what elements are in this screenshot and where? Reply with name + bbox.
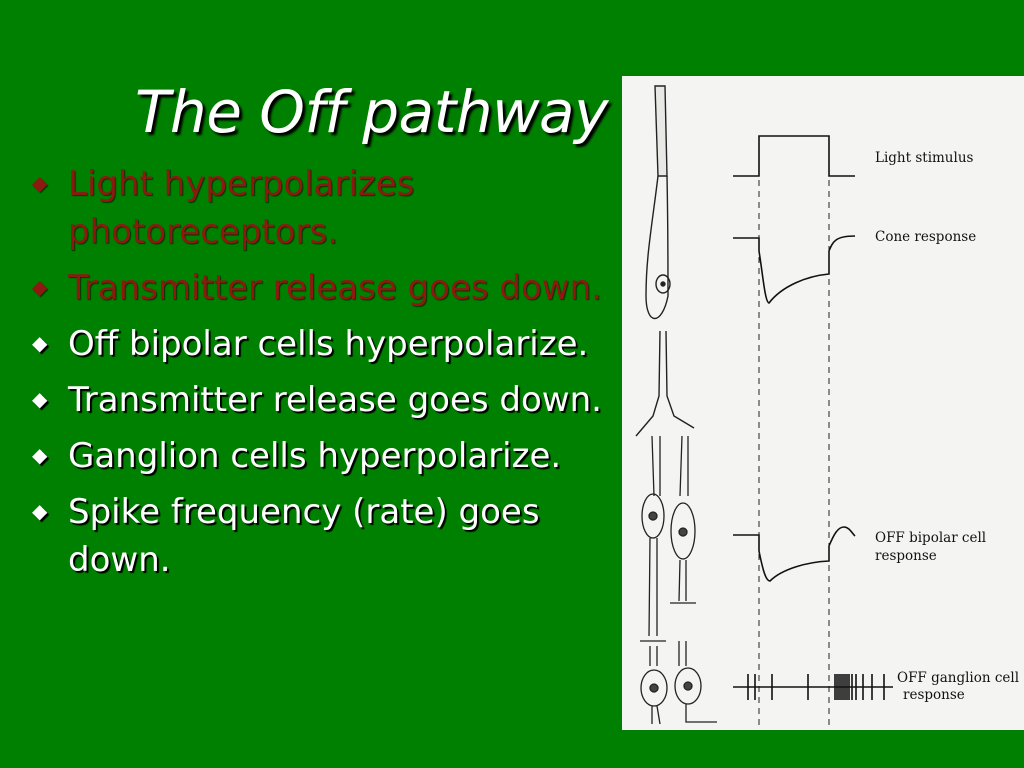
retina-pathway-figure: Light stimulus Cone response OFF bipolar…	[622, 76, 1024, 730]
bipolar-response-label-line1: OFF bipolar cell	[875, 530, 986, 546]
light-stimulus-trace	[733, 135, 855, 177]
diamond-bullet-icon: ◆	[32, 171, 48, 195]
diamond-bullet-icon: ◆	[32, 387, 48, 411]
bipolar-response-label-line2: response	[875, 548, 937, 564]
bullet-item: ◆ Transmitter release goes down.	[30, 264, 630, 312]
ganglion-spike-train	[733, 674, 893, 700]
bullet-item: ◆ Ganglion cells hyperpolarize.	[30, 432, 630, 480]
diamond-bullet-icon: ◆	[32, 331, 48, 355]
bipolar-response-trace	[733, 526, 856, 582]
diamond-bullet-icon: ◆	[32, 499, 48, 523]
retina-pathway-diagram: Light stimulus Cone response OFF bipolar…	[635, 85, 1019, 730]
bullet-item: ◆ Light hyperpolarizes photoreceptors.	[30, 160, 630, 256]
bullet-text: Transmitter release goes down.	[68, 380, 602, 420]
diamond-bullet-icon: ◆	[32, 275, 48, 299]
bullet-text: Ganglion cells hyperpolarize.	[68, 436, 562, 476]
bullet-text: Off bipolar cells hyperpolarize.	[68, 324, 589, 364]
bullet-item: ◆ Spike frequency (rate) goes down.	[30, 488, 630, 584]
ganglion-cells-drawing	[640, 640, 717, 725]
cone-response-label: Cone response	[875, 229, 976, 245]
ganglion-response-label-line1: OFF ganglion cell	[897, 670, 1019, 686]
diamond-bullet-icon: ◆	[32, 443, 48, 467]
cone-response-trace	[733, 235, 856, 304]
bullet-text: Transmitter release goes down.	[68, 268, 602, 308]
ganglion-response-label-line2: response	[903, 687, 965, 703]
bipolar-cells-drawing	[641, 435, 696, 637]
cone-cell-drawing	[635, 85, 695, 437]
bullet-item: ◆ Off bipolar cells hyperpolarize.	[30, 320, 630, 368]
bullet-text: Light hyperpolarizes photoreceptors.	[68, 164, 415, 252]
bullet-text: Spike frequency (rate) goes down.	[68, 492, 540, 580]
bullet-list: ◆ Light hyperpolarizes photoreceptors. ◆ T…	[30, 160, 630, 592]
light-stimulus-label: Light stimulus	[875, 150, 974, 166]
slide-title: The Off pathway	[135, 78, 608, 146]
bullet-item: ◆ Transmitter release goes down.	[30, 376, 630, 424]
